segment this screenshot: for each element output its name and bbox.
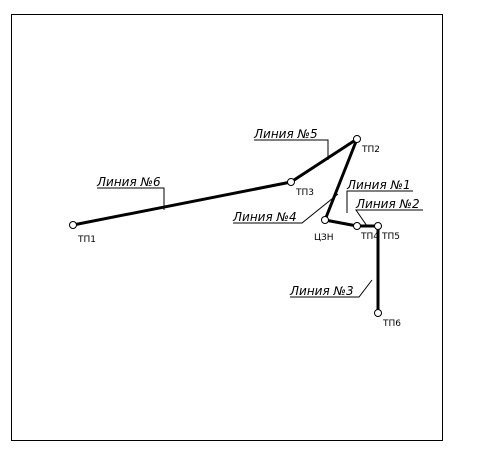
line-5-leader — [254, 139, 329, 160]
line-1-label: Линия №1 — [346, 178, 411, 192]
node-czn — [321, 216, 329, 224]
node-tp5 — [374, 222, 382, 230]
line-1 — [323, 218, 359, 228]
node-tp5-label: ТП5 — [381, 232, 400, 242]
line-6-leader — [97, 187, 165, 210]
line-3-label: Линия №3 — [289, 284, 354, 298]
node-tp3 — [287, 178, 295, 186]
node-tp6-label: ТП6 — [382, 319, 401, 329]
node-czn-label: ЦЗН — [314, 233, 334, 243]
node-tp2 — [353, 135, 361, 143]
node-tp6 — [374, 309, 382, 317]
line-5 — [289, 137, 359, 184]
line-4-leader — [233, 193, 339, 224]
node-tp1-label: ТП1 — [77, 235, 96, 245]
line-1-leader — [346, 190, 413, 213]
node-tp4-label: ТП4 — [360, 232, 379, 242]
node-tp4 — [353, 222, 361, 230]
line-6-label: Линия №6 — [96, 175, 161, 189]
node-tp2-label: ТП2 — [361, 145, 380, 155]
line-4-label: Линия №4 — [232, 210, 297, 224]
node-tp1 — [69, 221, 77, 229]
node-tp3-label: ТП3 — [295, 188, 314, 198]
line-5-label: Линия №5 — [253, 127, 318, 141]
line-6 — [71, 180, 293, 227]
line-4 — [323, 137, 359, 222]
line-3-leader — [290, 279, 373, 298]
line-2-leader — [355, 209, 423, 227]
line-2-label: Линия №2 — [355, 197, 420, 211]
